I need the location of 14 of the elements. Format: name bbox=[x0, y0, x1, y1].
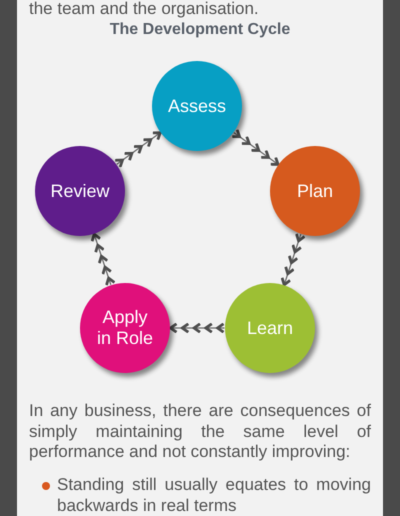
diagram-title: The Development Cycle bbox=[108, 20, 292, 40]
step-label: Plan bbox=[296, 180, 334, 202]
chevron-arrow bbox=[91, 233, 115, 286]
body-paragraph: In any business, there are consequences of simply maintaining the same level of performance and not constantly improving: bbox=[29, 401, 371, 462]
chevron-arrow bbox=[115, 131, 162, 168]
text-line: the team and the organisation. bbox=[29, 0, 259, 18]
chevron-arrow bbox=[281, 234, 305, 286]
step-label: Learn bbox=[246, 318, 294, 338]
chevron-arrow bbox=[170, 323, 224, 333]
step-label: Assess bbox=[166, 96, 228, 116]
chevron-arrow bbox=[232, 130, 280, 166]
step-label: Apply in Role bbox=[96, 307, 154, 349]
bullet-text: Standing still usually equates to moving backwards in real terms bbox=[57, 475, 371, 516]
step-label: Review bbox=[49, 180, 111, 202]
